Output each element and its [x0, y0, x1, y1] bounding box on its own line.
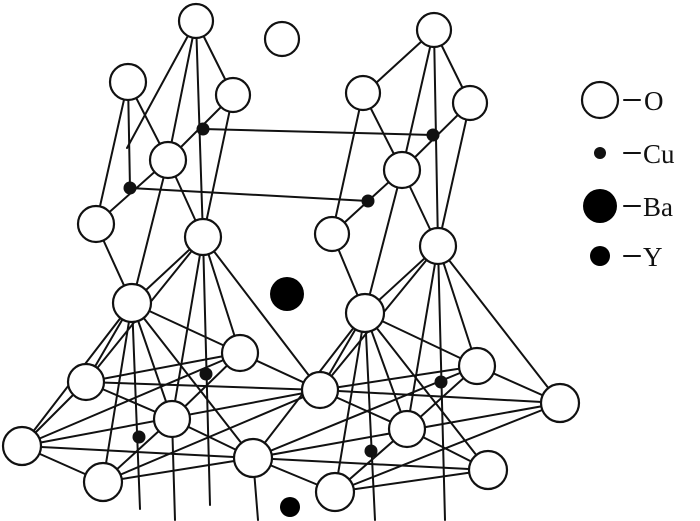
- legend: O Cu Ba Y: [580, 80, 675, 272]
- legend-ba-label: Ba: [643, 192, 673, 222]
- legend-cu-symbol: [594, 147, 606, 159]
- copper-atoms: [123, 122, 448, 458]
- legend-y-symbol: [590, 246, 610, 266]
- oxygen-atoms: [1, 2, 581, 513]
- yttrium-atom: [280, 497, 300, 517]
- legend-o-symbol: [580, 80, 620, 120]
- legend-y-label: Y: [643, 242, 663, 272]
- legend-item-o: O: [580, 80, 664, 120]
- legend-cu-label: Cu: [643, 139, 675, 169]
- legend-item-ba: Ba: [583, 189, 673, 223]
- barium-atom: [270, 277, 304, 311]
- legend-o-label: O: [644, 86, 664, 116]
- legend-ba-symbol: [583, 189, 617, 223]
- legend-item-cu: Cu: [594, 139, 675, 169]
- legend-item-y: Y: [590, 242, 663, 272]
